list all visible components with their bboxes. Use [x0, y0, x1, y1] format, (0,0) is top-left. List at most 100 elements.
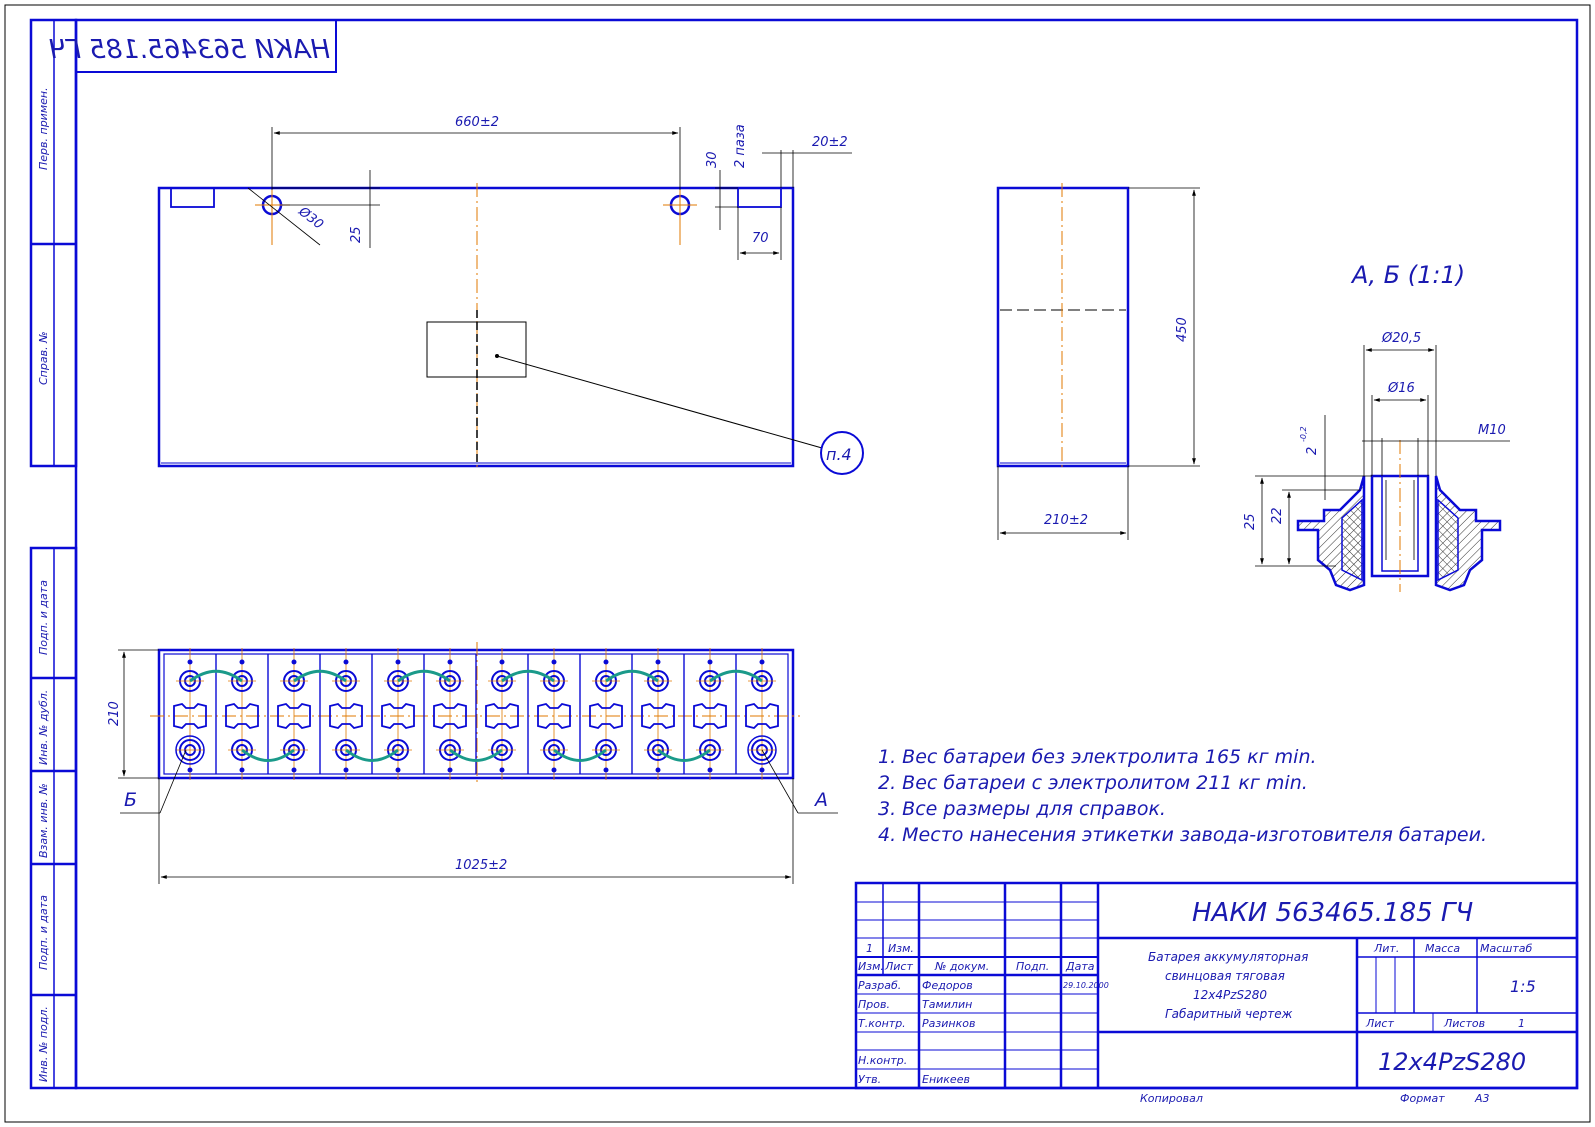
bottom-marker — [239, 767, 245, 773]
tb-utv-label: Утв. — [858, 1073, 881, 1086]
plan-view: 210 1025±2 Б А — [107, 642, 838, 884]
top-marker — [655, 659, 661, 665]
detail-title: А, Б (1:1) — [1350, 261, 1465, 289]
tb-rev-label: Изм. — [888, 942, 914, 955]
bottom-connector — [241, 748, 295, 762]
vent-plug — [641, 703, 675, 729]
top-marker — [447, 659, 453, 665]
bottom-connector — [449, 748, 503, 762]
vent-plug — [485, 703, 519, 729]
dim-1025: 1025±2 — [455, 858, 507, 873]
tb-lit-label: Лит. — [1373, 942, 1399, 955]
label-b: Б — [124, 789, 137, 811]
bottom-marker — [291, 767, 297, 773]
callout-circle — [820, 431, 864, 475]
strip-perv-primen: Перв. примен. — [37, 87, 50, 170]
bottom-marker — [707, 767, 713, 773]
bottom-marker — [551, 767, 557, 773]
tb-name-2: свинцовая тяговая — [1165, 969, 1285, 983]
tb-rev-num: 1 — [866, 942, 873, 955]
strip-vzam-inv: Взам. инв. № — [37, 783, 50, 858]
top-marker — [759, 659, 765, 665]
top-marker — [395, 659, 401, 665]
battery-cell — [215, 648, 259, 780]
vent-plug — [329, 703, 363, 729]
strip-podp-data-2: Подп. и дата — [37, 895, 50, 970]
top-connector — [189, 669, 243, 683]
tb-list-label: Лист — [1365, 1017, 1394, 1030]
label-area — [426, 321, 527, 378]
title-block: НАКИ 563465.185 ГЧ Батарея аккумуляторна… — [854, 881, 1579, 1105]
dim-2-tol: -0,2 — [1299, 426, 1308, 442]
bottom-connector — [345, 748, 399, 762]
top-marker — [707, 659, 713, 665]
battery-cell — [527, 648, 571, 780]
cell-connectors — [189, 669, 763, 762]
tb-prov-label: Пров. — [858, 998, 890, 1011]
tb-col-izm: Изм. — [858, 960, 884, 973]
bottom-marker — [759, 767, 765, 773]
bottom-connector — [657, 748, 711, 762]
dim-660: 660±2 — [455, 115, 499, 130]
notes: 1. Вес батареи без электролита 165 кг mi… — [878, 746, 1487, 846]
side-view: 450 210±2 — [996, 183, 1200, 540]
strip-sprav-no: Справ. № — [37, 331, 50, 385]
tb-code: НАКИ 563465.185 ГЧ — [1192, 898, 1473, 928]
dim-d20-5: Ø20,5 — [1381, 331, 1421, 346]
battery-cell — [173, 648, 207, 780]
battery-cell — [423, 648, 467, 780]
dim-d16: Ø16 — [1387, 381, 1415, 396]
battery-cell — [267, 648, 311, 780]
battery-cell — [631, 648, 675, 780]
tb-listov-value: 1 — [1518, 1017, 1525, 1030]
battery-cell — [735, 648, 779, 780]
vent-plug — [589, 703, 623, 729]
tb-masshtab-label: Масштаб — [1480, 942, 1532, 955]
note-4: 4. Место нанесения этикетки завода-изгот… — [878, 824, 1487, 846]
bottom-marker — [343, 767, 349, 773]
top-view: п.4 660±2 25 Ø30 30 2 паза 20±2 70 — [157, 115, 864, 475]
battery-cells — [173, 648, 779, 780]
tb-listov-label: Листов — [1443, 1017, 1485, 1030]
strip-inv-dubl: Инв. № дубл. — [37, 690, 50, 765]
top-marker — [343, 659, 349, 665]
dim-m10: M10 — [1478, 423, 1506, 438]
vent-plug — [277, 703, 311, 729]
tb-nkontr-label: Н.контр. — [858, 1054, 907, 1067]
top-marker — [603, 659, 609, 665]
top-marker — [499, 659, 505, 665]
dim-210-side: 210±2 — [1044, 513, 1088, 528]
bottom-marker — [655, 767, 661, 773]
top-connector — [709, 669, 763, 683]
top-connector — [605, 669, 659, 683]
tb-col-list: Лист — [884, 960, 913, 973]
tb-format-label: Формат — [1400, 1092, 1445, 1105]
tb-col-podp: Подп. — [1016, 960, 1049, 973]
top-connector — [293, 669, 347, 683]
tb-razrab-name: Федоров — [922, 979, 973, 992]
tb-razrab-date: 29.10.2000 — [1063, 981, 1109, 990]
tb-name-3: 12x4PzS280 — [1193, 988, 1267, 1002]
strip-inv-podl: Инв. № подл. — [37, 1006, 50, 1082]
dim-22-detail: 22 — [1270, 507, 1285, 524]
battery-cell — [683, 648, 727, 780]
tb-scale: 1:5 — [1510, 977, 1536, 996]
tb-tkontr-label: Т.контр. — [858, 1017, 906, 1030]
note-2: 2. Вес батареи с электролитом 211 кг min… — [878, 772, 1308, 794]
top-marker — [187, 659, 193, 665]
tb-razrab-label: Разраб. — [858, 979, 901, 992]
top-marker — [239, 659, 245, 665]
end-terminal-ring — [747, 735, 777, 765]
tb-col-data: Дата — [1065, 960, 1095, 973]
dim-25-top: 25 — [349, 226, 364, 243]
dim-450: 450 — [1175, 317, 1190, 342]
tb-utv-name: Еникеев — [922, 1073, 970, 1086]
dim-2: 2 — [1305, 447, 1320, 455]
top-connector — [501, 669, 555, 683]
dim-2-paza: 2 паза — [733, 124, 748, 168]
dim-25-detail: 25 — [1243, 513, 1258, 530]
tb-kopiroval: Копировал — [1140, 1092, 1203, 1105]
strip-podp-data-1: Подп. и дата — [37, 580, 50, 655]
mirrored-drawing-code: НАКИ 563465.185 ГЧ — [49, 35, 330, 65]
top-marker — [291, 659, 297, 665]
